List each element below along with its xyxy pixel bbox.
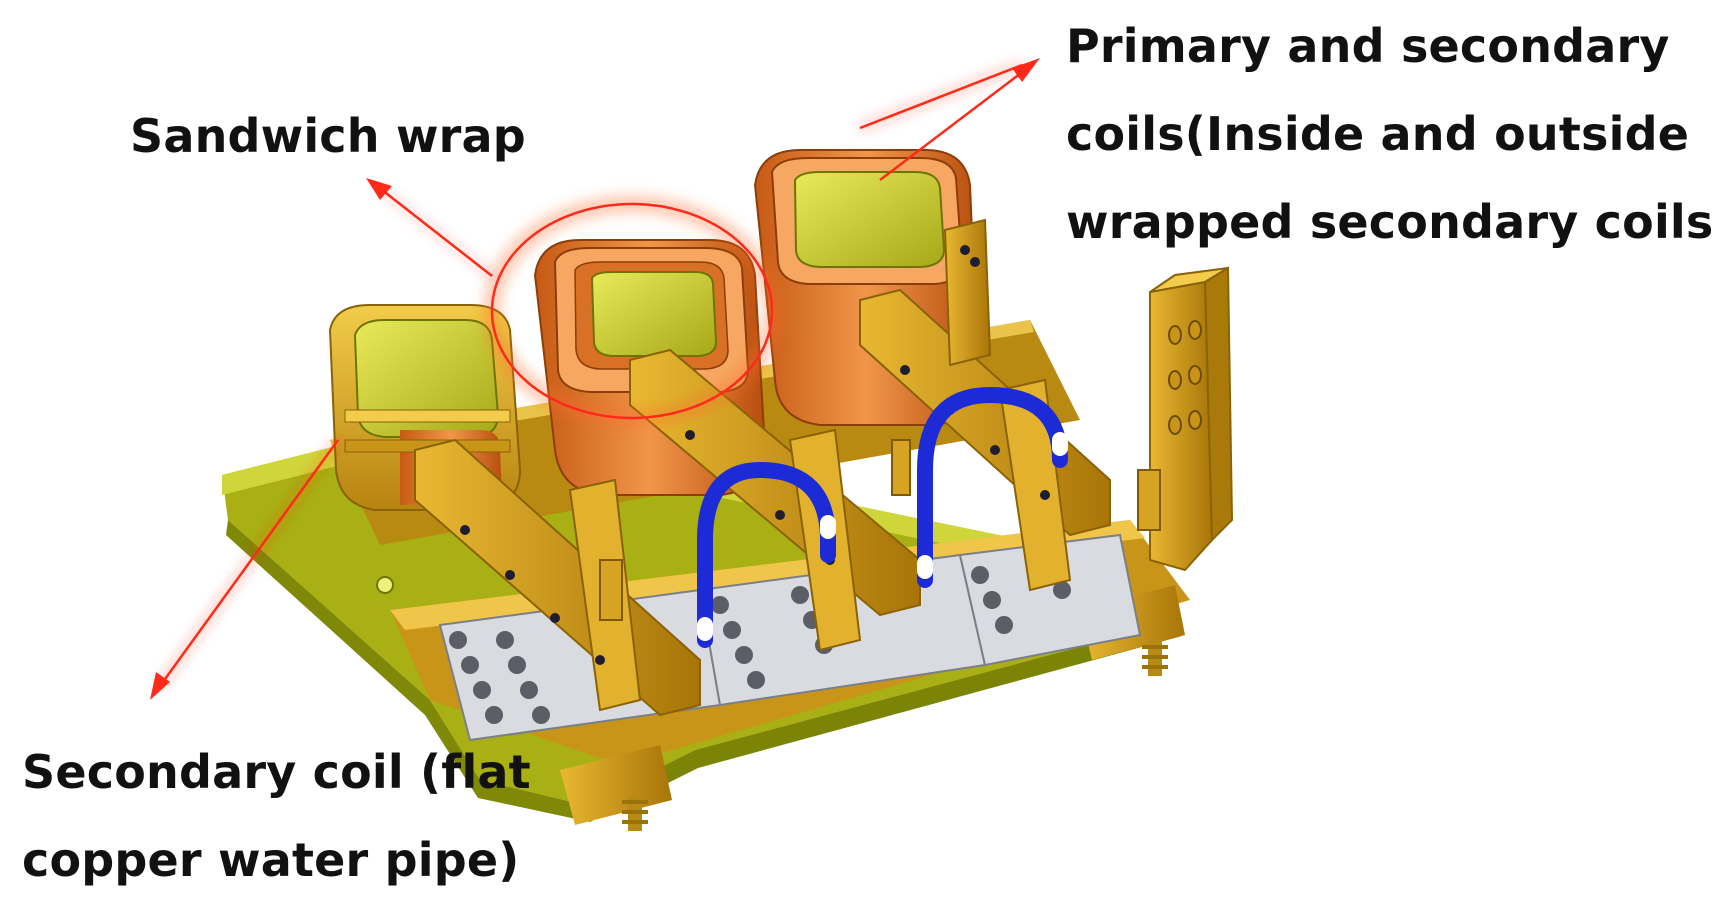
primary-label-line-2: coils(Inside and outside bbox=[1066, 107, 1690, 161]
middle-copper-coil bbox=[533, 239, 767, 496]
annotation-arrows bbox=[150, 58, 1040, 700]
secondary-label-line-2: copper water pipe) bbox=[22, 833, 520, 887]
arrow-primary-coil-left bbox=[858, 62, 1024, 131]
threaded-studs bbox=[599, 439, 1161, 621]
arrow-secondary-coil bbox=[150, 438, 341, 700]
right-copper-coil bbox=[753, 149, 980, 426]
blue-cooling-hoses bbox=[697, 386, 1068, 648]
arrow-sandwich-wrap bbox=[366, 178, 493, 278]
sandwich-wrap-label: Sandwich wrap bbox=[130, 92, 526, 180]
primary-label-line-3: wrapped secondary coils) bbox=[1066, 195, 1714, 249]
secondary-label-line-1: Secondary coil (flat bbox=[22, 745, 531, 799]
arrow-primary-coil-right bbox=[879, 58, 1040, 181]
primary-secondary-coils-label: Primary and secondary coils(Inside and o… bbox=[1066, 2, 1714, 266]
primary-label-line-1: Primary and secondary bbox=[1066, 19, 1670, 73]
secondary-coil-label: Secondary coil (flat copper water pipe) bbox=[22, 728, 531, 904]
right-terminal-bracket bbox=[1149, 266, 1234, 572]
sandwich-wrap-label-text: Sandwich wrap bbox=[130, 109, 526, 163]
sandwich-wrap-highlight-ring bbox=[483, 195, 781, 427]
